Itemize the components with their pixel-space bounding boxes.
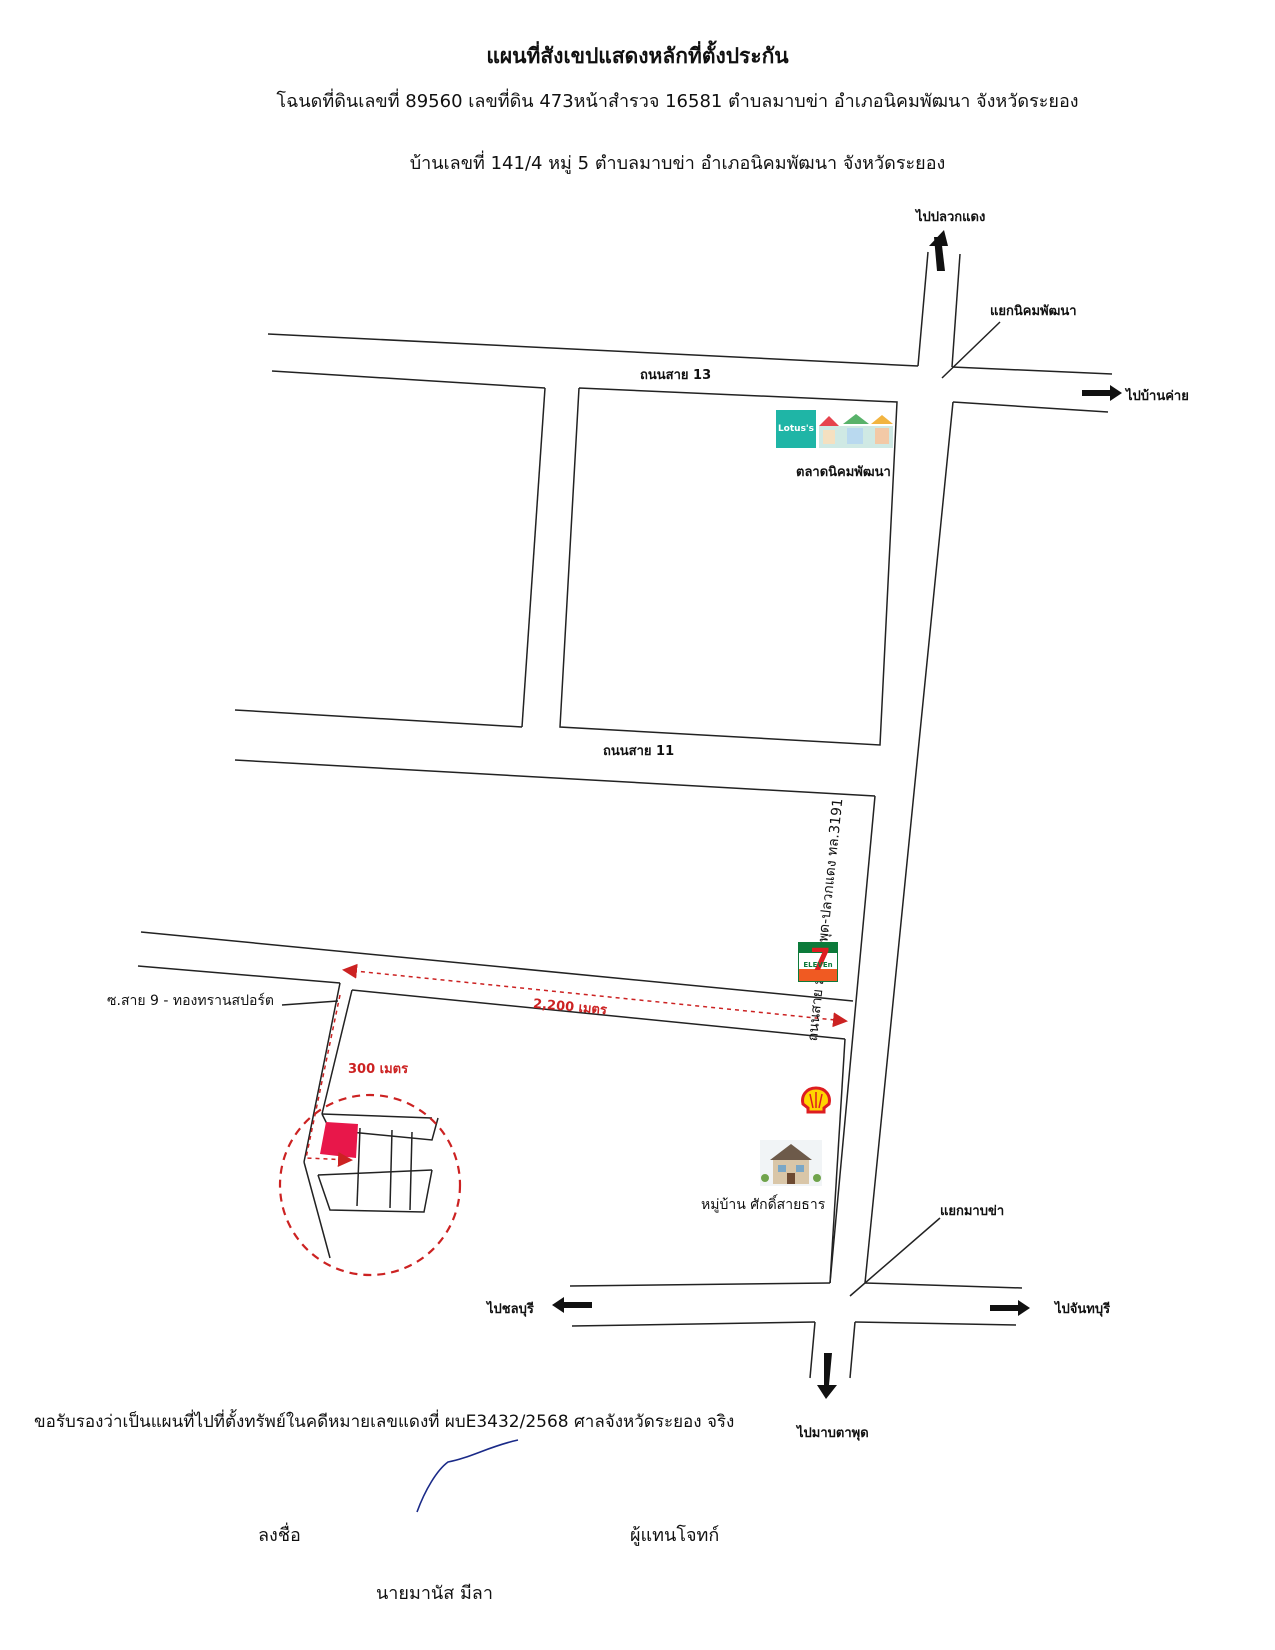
- label-distance-soi: 300 เมตร: [348, 1062, 409, 1077]
- village-house-icon: [760, 1140, 822, 1186]
- road-13-top-edge: [267, 333, 919, 367]
- arrow-to-ban-khai: [1082, 385, 1122, 401]
- arrow-to-chonburi: [552, 1297, 592, 1313]
- road-11-bottom-edge: [234, 759, 876, 797]
- shell-station-icon: [800, 1086, 832, 1114]
- property-highlight-circle: [278, 1093, 462, 1277]
- label-soi-9: ซ.สาย 9 - ทองทรานสปอร์ต: [107, 993, 274, 1009]
- seven-eleven-wordmark: ELEVEn: [803, 961, 833, 969]
- signer-name: นายมานัส มีลา: [376, 1583, 493, 1604]
- label-to-pluak-daeng: ไปปลวกแดง: [916, 210, 986, 225]
- road-11-top-edge: [234, 709, 523, 728]
- map-title: แผนที่สังเขปแสดงหลักที่ตั้งประกัน: [486, 44, 789, 68]
- address-info: บ้านเลขที่ 141/4 หมู่ 5 ตำบลมาบข่า อำเภอ…: [409, 153, 946, 174]
- deed-info: โฉนดที่ดินเลขที่ 89560 เลขที่ดิน 473หน้า…: [276, 91, 1079, 112]
- soi-left-edge: [303, 982, 341, 1163]
- label-village: หมู่บ้าน ศักดิ์สายธาร: [701, 1197, 826, 1213]
- route-arrow-main: [342, 963, 848, 1028]
- lotus-store-icon: Lotus's: [776, 410, 816, 448]
- road-13-bottom-edge: [271, 370, 546, 389]
- signature: [416, 1439, 519, 1513]
- label-map-kha-junction: แยกมาบข่า: [940, 1204, 1005, 1219]
- map-kha-junction-leader: [849, 1217, 941, 1297]
- arrow-to-chanthaburi: [990, 1300, 1030, 1316]
- signer-role: ผู้แทนโจทก์: [630, 1525, 720, 1546]
- market-block: [559, 387, 898, 746]
- subject-property-plot: [320, 1122, 358, 1158]
- arrow-to-map-ta-phut: [817, 1353, 837, 1399]
- sign-label: ลงชื่อ: [258, 1525, 301, 1546]
- label-nikhom-junction: แยกนิคมพัฒนา: [990, 304, 1077, 319]
- label-road-11: ถนนสาย 11: [603, 744, 675, 759]
- label-to-ban-khai: ไปบ้านค่าย: [1126, 389, 1189, 404]
- nikhom-junction-leader: [941, 321, 1001, 379]
- soi-9-label-leader: [281, 1000, 339, 1006]
- certification-statement: ขอรับรองว่าเป็นแผนที่ไปที่ตั้งทรัพย์ในคด…: [34, 1412, 735, 1432]
- label-to-map-ta-phut: ไปมาบตาพุด: [797, 1426, 869, 1441]
- road-9-bottom-edge: [137, 965, 341, 984]
- label-to-chanthaburi: ไปจันทบุรี: [1055, 1302, 1111, 1317]
- label-market: ตลาดนิคมพัฒนา: [796, 465, 891, 480]
- main-road-left-edge: [829, 795, 876, 1284]
- seven-eleven-icon: 7 ELEVEn: [798, 942, 838, 982]
- label-to-chonburi: ไปชลบุรี: [487, 1302, 534, 1317]
- label-road-13: ถนนสาย 13: [640, 368, 712, 383]
- route-arrow-soi: [305, 994, 353, 1167]
- market-stalls-icon: [819, 410, 893, 448]
- main-road-right-edge: [864, 401, 954, 1284]
